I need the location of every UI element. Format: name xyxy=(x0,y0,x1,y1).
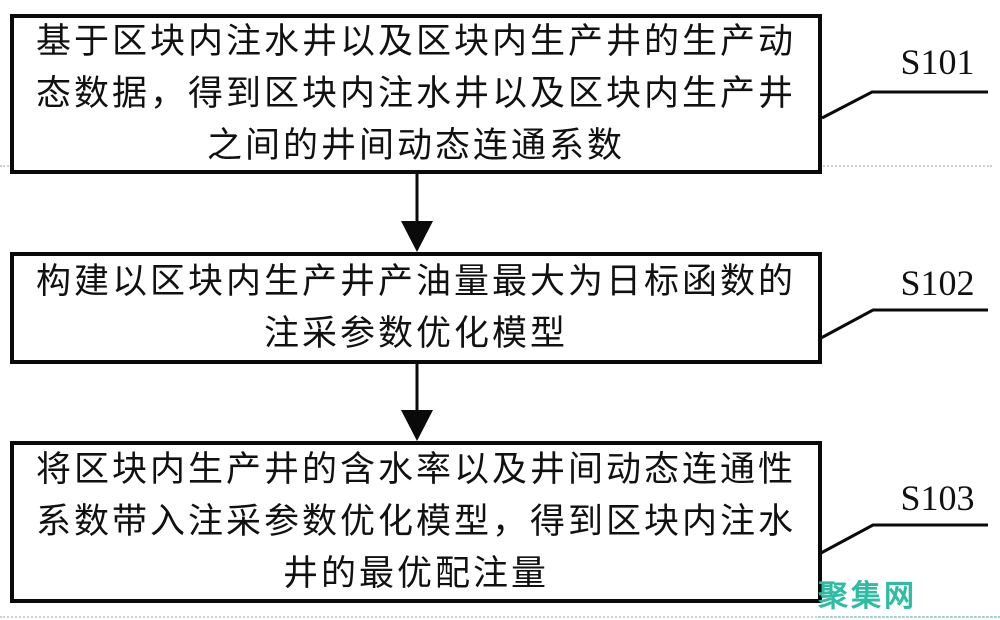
step-1-text-line-1: 基于区块内注水井以及区块内生产井的生产动 xyxy=(35,22,796,61)
leader-line-s103 xyxy=(820,523,988,555)
watermark: 聚集网 xyxy=(818,580,917,613)
leader-line-s102 xyxy=(820,308,988,340)
leader-line-s101 xyxy=(821,90,988,120)
flow-step-3-box: 将区块内生产井的含水率以及井间动态连通性 系数带入注采参数优化模型，得到区块内注… xyxy=(10,441,822,603)
flow-step-1-box: 基于区块内注水井以及区块内生产井的生产动 态数据，得到区块内注水井以及区块内生产… xyxy=(10,14,822,174)
step-label-s102: S102 xyxy=(900,263,975,303)
step-3-text-line-1: 将区块内生产井的含水率以及井间动态连通性 xyxy=(35,450,796,489)
flow-step-2-box: 构建以区块内生产井产油量最大为日标函数的 注采参数优化模型 xyxy=(10,252,822,364)
step-3-text-line-2: 系数带入注采参数优化模型，得到区块内注水 xyxy=(35,502,796,541)
step-1-text-line-2: 态数据，得到区块内注水井以及区块内生产井 xyxy=(35,74,796,113)
step-1-text-line-3: 之间的井间动态连通系数 xyxy=(206,126,625,165)
arrow-2-head-icon xyxy=(401,410,433,441)
dotted-artifact-line-watermark xyxy=(818,616,1000,618)
arrow-1-head-icon xyxy=(401,221,433,252)
dotted-artifact-line-bottom xyxy=(0,616,1000,618)
step-2-text-line-1: 构建以区块内生产井产油量最大为日标函数的 xyxy=(35,262,796,301)
step-label-s101: S101 xyxy=(900,42,975,82)
step-label-s103: S103 xyxy=(900,478,975,518)
step-3-text-line-3: 井的最优配注量 xyxy=(282,554,549,593)
step-2-text-line-2: 注采参数优化模型 xyxy=(263,314,568,353)
